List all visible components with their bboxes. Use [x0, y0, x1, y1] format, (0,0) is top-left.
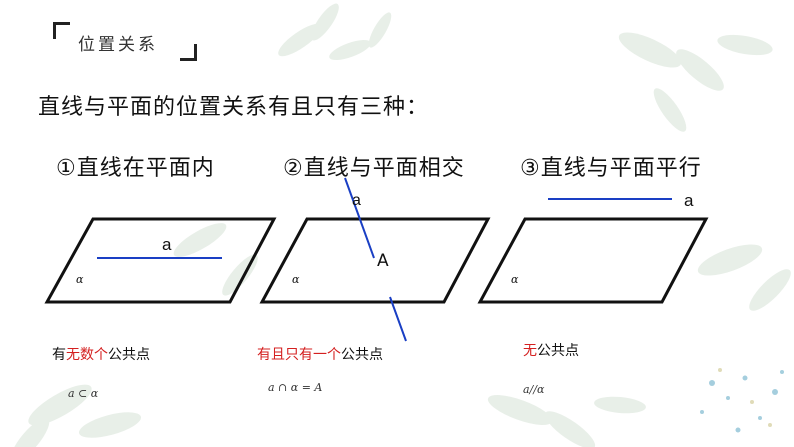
case-1-title: ①直线在平面内 [56, 156, 215, 181]
case-1-desc-highlight: 无数个 [66, 347, 108, 363]
case-1-desc-post: 公共点 [108, 347, 150, 363]
case-3-title: ③直线与平面平行 [520, 156, 702, 181]
case-3-desc-post: 公共点 [537, 343, 579, 359]
case-1-desc-pre: 有 [52, 347, 66, 363]
plane-2 [259, 217, 491, 304]
plane-3 [477, 217, 709, 304]
case-3-line-label: a [684, 191, 694, 210]
title-bracket-left [53, 22, 70, 39]
intro-text: 直线与平面的位置关系有且只有三种： [38, 95, 430, 120]
case-2-desc-post: 公共点 [341, 347, 383, 363]
case-1-plane-label: α [76, 273, 84, 286]
section-title: 位置关系 [78, 35, 158, 55]
case-3-description: 无公共点 [523, 340, 579, 360]
intersecting-line-bottom [389, 296, 407, 342]
case-2-desc-highlight: 有且只有一个 [257, 347, 341, 363]
case-2-point-label: A [377, 251, 389, 271]
case-2-line-label: a [352, 192, 361, 209]
intersecting-line-top [344, 177, 375, 259]
case-1-line-label: a [162, 235, 172, 254]
case-2-title: ②直线与平面相交 [283, 156, 465, 181]
plane-1 [44, 217, 277, 304]
case-3-plane-label: α [511, 273, 519, 286]
case-1-formula: a ⊂ α [68, 387, 99, 400]
title-bracket-right [180, 44, 197, 61]
case-2-plane-label: α [292, 273, 300, 286]
case-1-description: 有无数个公共点 [52, 344, 150, 364]
case-3-formula: a//α [523, 383, 545, 396]
case-2-description: 有且只有一个公共点 [257, 344, 383, 364]
case-3-desc-highlight: 无 [523, 343, 537, 359]
case-2-formula: a ∩ α = A [268, 381, 323, 394]
